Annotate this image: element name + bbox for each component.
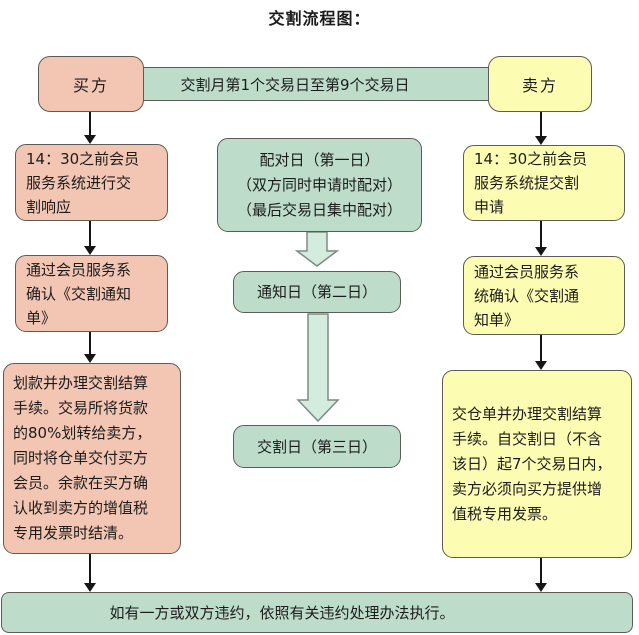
seller-box: 卖方 (488, 56, 592, 112)
default-clause-text: 如有一方或双方违约，依照有关违约处理办法执行。 (109, 604, 455, 622)
buyer-box: 买方 (38, 56, 144, 112)
buyer-step-1-box: 14：30之前会员 服务系统进行交 割响应 (15, 144, 168, 221)
seller-label: 卖方 (521, 76, 558, 95)
down-arrow-icon (535, 221, 547, 256)
down-arrow-icon (535, 112, 547, 145)
default-clause-bar: 如有一方或双方违约，依照有关违约处理办法执行。 (1, 592, 633, 633)
block-down-arrow-icon (295, 231, 339, 267)
down-arrow-icon (84, 221, 96, 255)
period-bar: 交割月第1个交易日至第9个交易日 (140, 67, 490, 101)
period-label: 交割月第1个交易日至第9个交易日 (180, 75, 410, 94)
seller-step-3-box: 交仓单并办理交割结算 手续。自交割日（不含 该日）起7个交易日内， 卖方必须向买… (442, 370, 632, 558)
seller-step-2-box: 通过会员服务系 统确认《交割通 知单》 (463, 256, 625, 335)
block-down-arrow-icon (296, 313, 340, 423)
down-arrow-icon (84, 112, 96, 144)
seller-step-1-box: 14：30之前会员 服务系统提交割 申请 (463, 145, 625, 221)
diagram-title: 交割流程图： (268, 9, 371, 28)
down-arrow-icon (84, 554, 96, 592)
delivery-day-box: 交割日（第三日） (233, 425, 401, 468)
down-arrow-icon (535, 335, 547, 370)
down-arrow-icon (535, 558, 547, 592)
buyer-step-2-box: 通过会员服务系 确认《交割通知 单》 (15, 255, 168, 332)
buyer-step-3-box: 划款并办理交割结算 手续。交易所将货款 的80%划转给卖方， 同时将仓单交付买方… (3, 363, 181, 554)
buyer-label: 买方 (72, 76, 109, 95)
notice-day-box: 通知日（第二日） (233, 271, 401, 313)
down-arrow-icon (84, 332, 96, 363)
pairing-day-box: 配对日（第一日） （双方同时申请时配对） （最后交易日集中配对） (217, 138, 422, 232)
